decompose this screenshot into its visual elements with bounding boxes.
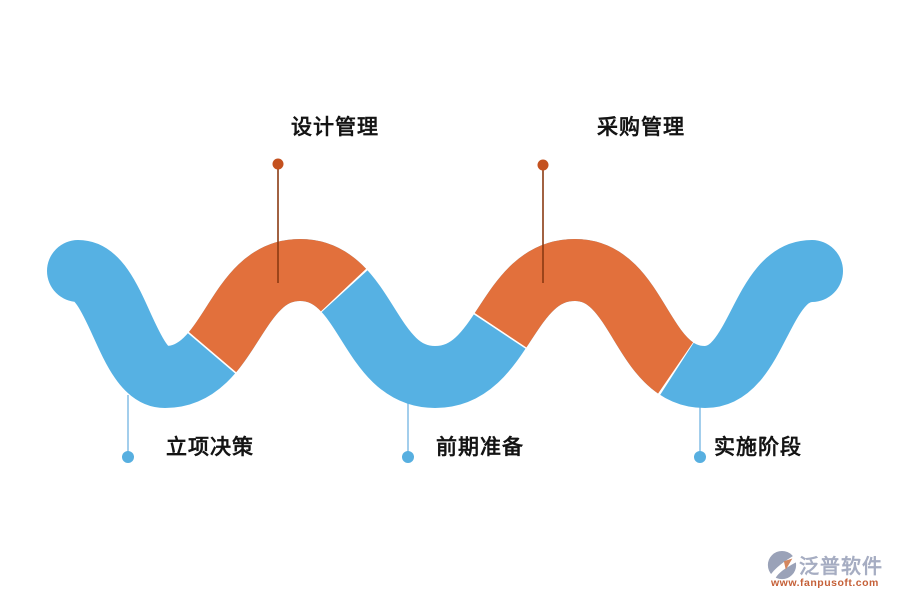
- dot-bottom-3: [694, 451, 706, 463]
- fanpu-logo-icon: [766, 550, 798, 582]
- stage-label-design: 设计管理: [291, 116, 379, 139]
- stage-label-procurement: 采购管理: [597, 116, 685, 139]
- vendor-logo-name: 泛普软件: [799, 556, 883, 578]
- wave-segment-blue-base: [47, 238, 843, 409]
- vendor-logo-url: www.fanpusoft.com: [771, 577, 879, 589]
- stage-label-preparation: 前期准备: [436, 436, 524, 459]
- stage-label-implementation: 实施阶段: [714, 436, 802, 459]
- vendor-logo: 泛普软件 www.fanpusoft.com: [766, 548, 896, 594]
- dot-bottom-1: [122, 451, 134, 463]
- dot-top-1: [272, 158, 284, 170]
- dot-bottom-2: [402, 451, 414, 463]
- dot-top-2: [537, 159, 549, 171]
- stage-label-initiation: 立项决策: [166, 436, 254, 459]
